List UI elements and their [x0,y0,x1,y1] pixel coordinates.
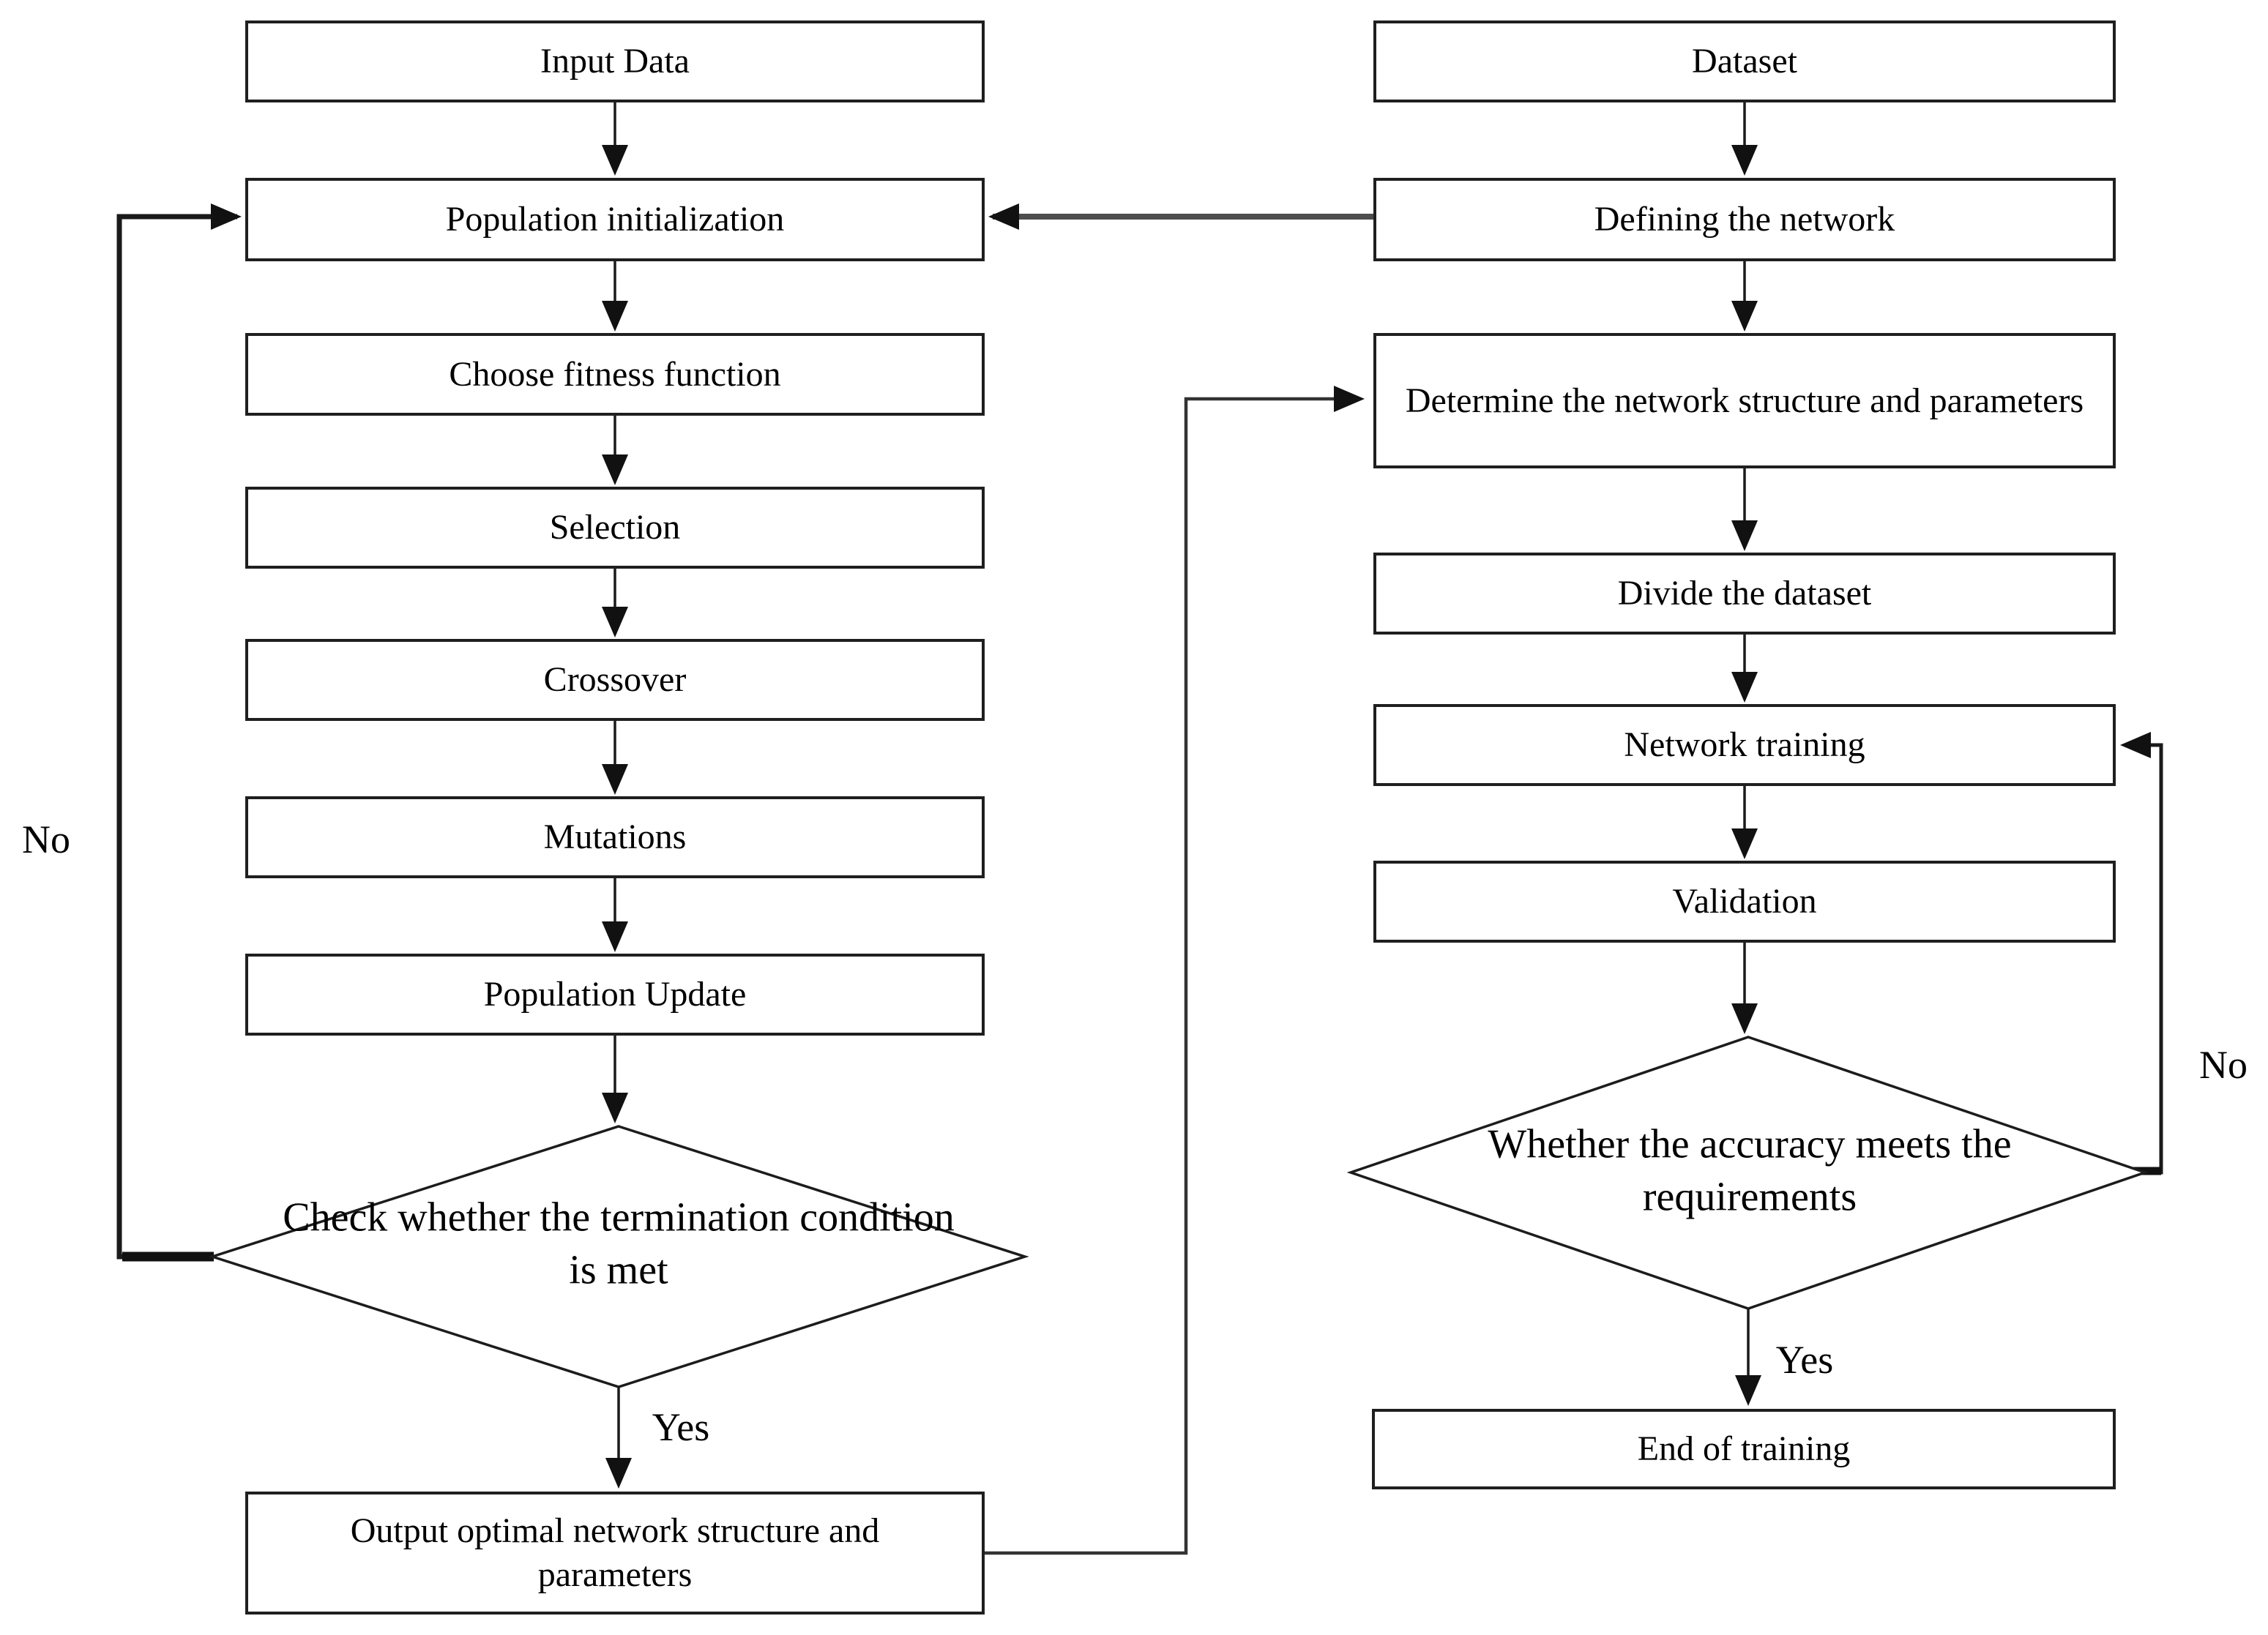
node-validation-label: Validation [1672,882,1817,921]
node-selection-label: Selection [549,508,681,547]
node-output-optimal: Output optimal network structure and par… [245,1492,985,1615]
edge-label-no-right: No [2199,1043,2248,1087]
node-network-training: Network training [1373,704,2116,786]
node-defining-network-label: Defining the network [1594,200,1895,239]
node-population-update: Population Update [245,954,985,1036]
left-flow-arrows [602,102,632,1489]
output-to-determine-link [985,386,1365,1555]
node-determine-structure: Determine the network structure and para… [1373,333,2116,468]
edge-label-yes-left: Yes [652,1405,710,1449]
left-no-loop [116,203,242,1262]
node-termination-check-label: Check whether the termination condition … [283,1194,955,1292]
node-mutations-label: Mutations [543,818,687,856]
node-end-training: End of training [1372,1409,2116,1489]
node-input-data: Input Data [245,20,985,102]
node-defining-network: Defining the network [1373,178,2116,261]
right-flow-arrows [1731,102,1761,1406]
node-accuracy-check-label: Whether the accuracy meets the requireme… [1488,1121,2012,1219]
node-population-update-label: Population Update [483,975,747,1014]
node-mutations: Mutations [245,796,985,878]
node-divide-dataset-label: Divide the dataset [1617,574,1872,613]
termination-decision-diamond [208,1125,1029,1388]
node-selection: Selection [245,487,985,569]
node-input-data-label: Input Data [540,42,690,81]
node-population-initialization-label: Population initialization [445,200,785,239]
node-population-initialization: Population initialization [245,178,985,261]
node-determine-structure-label: Determine the network structure and para… [1405,381,2084,420]
accuracy-decision-diamond [1346,1036,2149,1310]
node-dataset-label: Dataset [1692,42,1797,81]
node-crossover: Crossover [245,639,985,721]
edge-label-no-left: No [22,818,70,861]
node-network-training-label: Network training [1624,725,1865,764]
node-dataset: Dataset [1373,20,2116,102]
node-crossover-label: Crossover [543,660,687,699]
node-validation: Validation [1373,861,2116,943]
node-end-training-label: End of training [1637,1429,1851,1468]
node-choose-fitness-function: Choose fitness function [245,333,985,416]
right-no-loop [2120,732,2163,1175]
node-divide-dataset: Divide the dataset [1373,553,2116,635]
node-output-optimal-label: Output optimal network structure and par… [350,1511,880,1594]
node-choose-fitness-function-label: Choose fitness function [449,354,781,394]
edge-label-yes-right: Yes [1775,1338,1834,1382]
